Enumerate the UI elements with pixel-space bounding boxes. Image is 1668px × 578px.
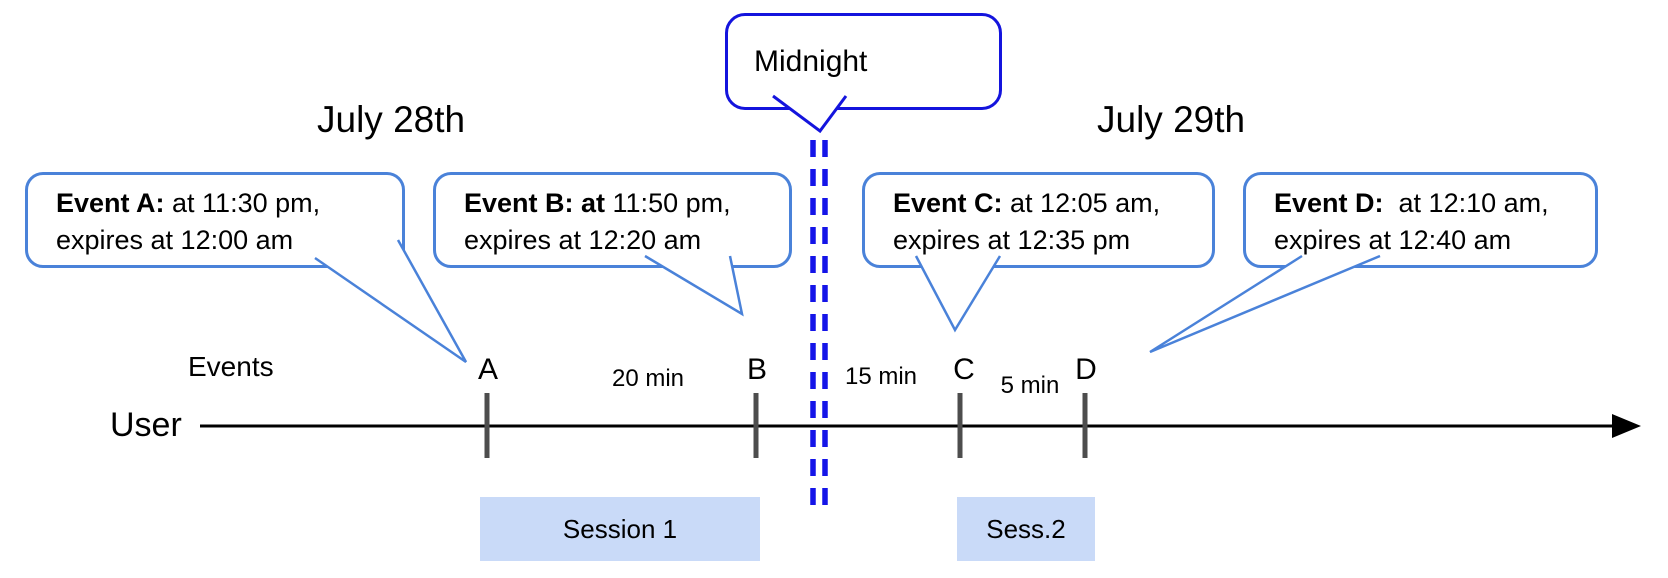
tick-label-b: B <box>746 353 768 386</box>
midnight-callout: Midnight <box>725 13 1002 110</box>
event-c-callout: Event C: at 12:05 am, expires at 12:35 p… <box>862 172 1215 268</box>
event-b-callout: Event B: at 11:50 pm, expires at 12:20 a… <box>433 172 792 268</box>
gap-label-20min: 20 min <box>611 365 685 392</box>
gap-label-5min: 5 min <box>1000 372 1060 399</box>
day-label-july-28: July 28th <box>317 99 466 140</box>
user-axis-label: User <box>110 406 182 444</box>
event-a-line2: expires at 12:00 am <box>56 225 294 255</box>
event-d-callout: Event D: at 12:10 am, expires at 12:40 a… <box>1243 172 1598 268</box>
event-b-line1: Event B: at 11:50 pm, <box>464 188 731 218</box>
event-c-line2: expires at 12:35 pm <box>893 225 1131 255</box>
tick-label-c: C <box>953 353 975 386</box>
event-a-callout: Event A: at 11:30 pm, expires at 12:00 a… <box>25 172 405 268</box>
session-2-box: Sess.2 <box>957 497 1095 561</box>
axis-arrowhead <box>1612 414 1641 438</box>
event-b-line2: expires at 12:20 am <box>464 225 702 255</box>
midnight-label: Midnight <box>754 44 868 78</box>
event-d-line1: Event D: at 12:10 am, <box>1274 188 1549 218</box>
session-1-label: Session 1 <box>562 513 678 544</box>
tick-label-d: D <box>1075 353 1097 386</box>
gap-label-15min: 15 min <box>844 363 918 390</box>
session-2-label: Sess.2 <box>986 513 1066 544</box>
day-label-july-29: July 29th <box>1097 99 1246 140</box>
event-a-line1: Event A: at 11:30 pm, <box>56 188 321 218</box>
event-c-line1: Event C: at 12:05 am, <box>893 188 1161 218</box>
tick-label-a: A <box>477 353 499 386</box>
session-1-box: Session 1 <box>480 497 760 561</box>
event-d-line2: expires at 12:40 am <box>1274 225 1512 255</box>
events-axis-label: Events <box>188 351 274 382</box>
